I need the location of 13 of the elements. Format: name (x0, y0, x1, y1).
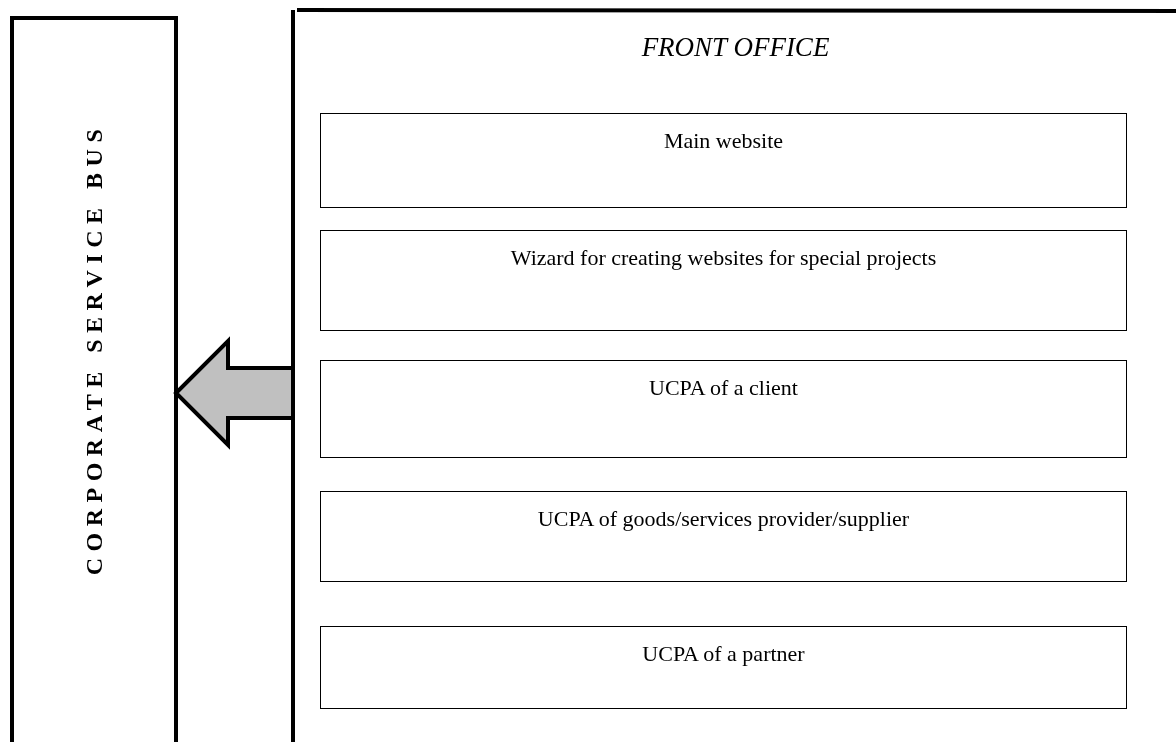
component-box (320, 491, 1127, 582)
component-box (320, 230, 1127, 331)
bus-box (10, 16, 178, 742)
component-label: Main website (662, 128, 785, 154)
bus-label: CORPORATE SERVICE BUS (80, 123, 108, 576)
component-box (320, 113, 1127, 208)
component-label: Wizard for creating websites for special projects (509, 245, 938, 271)
component-box (320, 360, 1127, 458)
panel-heading: FRONT OFFICE (640, 32, 831, 63)
component-box (320, 626, 1127, 709)
component-label: UCPA of a partner (641, 641, 806, 667)
component-label: UCPA of goods/services provider/supplier (536, 506, 911, 532)
component-label: UCPA of a client (648, 375, 799, 401)
